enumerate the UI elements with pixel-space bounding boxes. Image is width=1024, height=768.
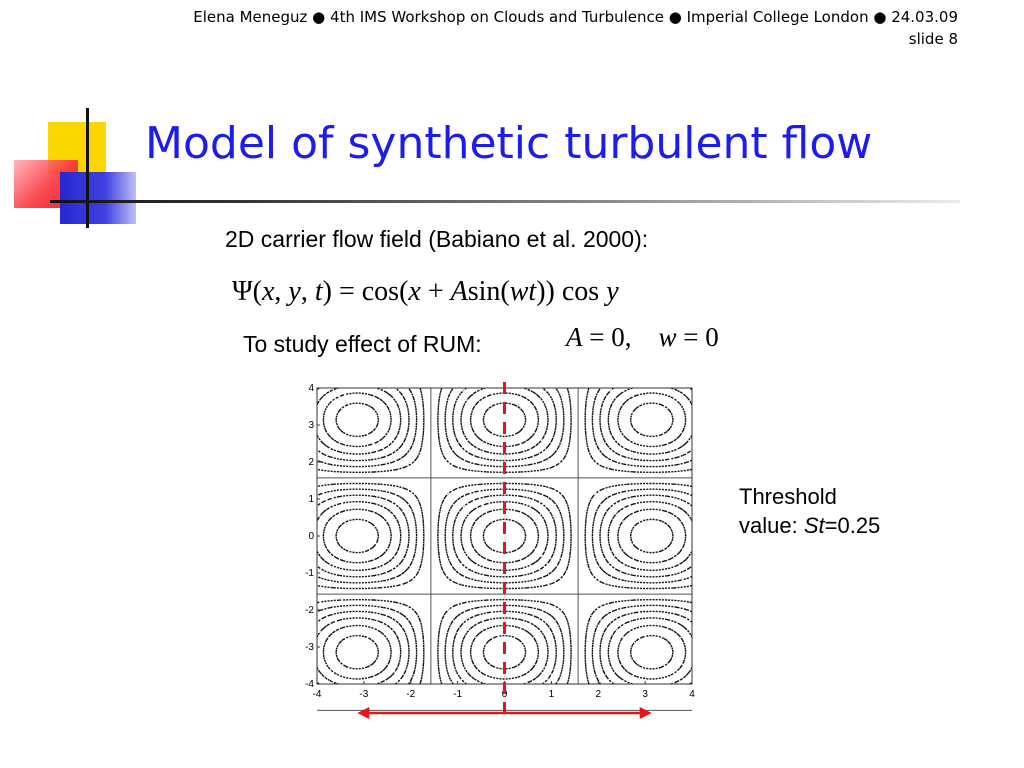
- contour-line: [316, 387, 693, 685]
- y-tick-label: 1: [308, 494, 314, 505]
- contour-line: [322, 392, 687, 680]
- rum-parameters-equation: A = 0, w = 0: [566, 322, 719, 352]
- threshold-line2: value: St=0.25: [739, 511, 880, 540]
- contour-line: [316, 387, 693, 685]
- x-tick-label: 4: [689, 689, 695, 700]
- deco-horizontal-line: [50, 200, 960, 203]
- x-tick-label: -3: [359, 689, 368, 700]
- slide-header: Elena Meneguz ● 4th IMS Workshop on Clou…: [193, 6, 958, 50]
- stokes-symbol: St: [803, 513, 825, 538]
- x-tick-label: -2: [406, 689, 415, 700]
- threshold-value: =0.25: [824, 513, 881, 538]
- slide-title: Model of synthetic turbulent flow: [145, 118, 873, 169]
- y-tick-label: 3: [308, 420, 314, 431]
- contour-line: [316, 387, 693, 685]
- contour-line: [335, 402, 674, 670]
- contour-line: [316, 387, 693, 685]
- contour-line: [316, 387, 693, 685]
- y-tick-label: -3: [305, 642, 314, 653]
- contour-line: [316, 387, 693, 685]
- threshold-line1: Threshold: [739, 484, 837, 509]
- contour-line: [322, 392, 687, 680]
- y-tick-label: -2: [305, 605, 314, 616]
- contour-line: [335, 402, 674, 670]
- x-tick-label: -4: [313, 689, 322, 700]
- threshold-prefix: value:: [739, 513, 804, 538]
- x-tick-label: -1: [453, 689, 462, 700]
- subtitle-text: 2D carrier flow field (Babiano et al. 20…: [225, 226, 649, 252]
- x-tick-label: 0: [502, 689, 508, 700]
- deco-blue-square: [60, 172, 136, 224]
- contour-plot: -4 -3 -2 -1 0 1 2 3 4 4 3 2 1 0 -1 -2 -3 -4: [305, 380, 695, 719]
- slide-number: slide 8: [908, 30, 958, 48]
- contour-line: [316, 387, 693, 685]
- y-tick-label: -4: [305, 679, 314, 690]
- stream-function-equation: Ψ(x, y, t) = cos(x + Asin(wt)) cos y: [232, 276, 619, 307]
- threshold-note: Threshold value: St=0.25: [739, 482, 880, 540]
- arrow-head-right: [639, 707, 652, 719]
- header-info: Elena Meneguz ● 4th IMS Workshop on Clou…: [193, 8, 958, 26]
- rum-label: To study effect of RUM:: [243, 331, 482, 357]
- deco-vertical-line: [86, 108, 89, 228]
- y-tick-label: -1: [305, 568, 314, 579]
- y-tick-label: 2: [308, 457, 314, 468]
- arrow-head-left: [357, 707, 370, 719]
- y-tick-label: 0: [308, 531, 314, 542]
- y-tick-label: 4: [308, 383, 314, 394]
- x-tick-label: 2: [595, 689, 601, 700]
- x-tick-label: 1: [549, 689, 555, 700]
- x-tick-label: 3: [642, 689, 648, 700]
